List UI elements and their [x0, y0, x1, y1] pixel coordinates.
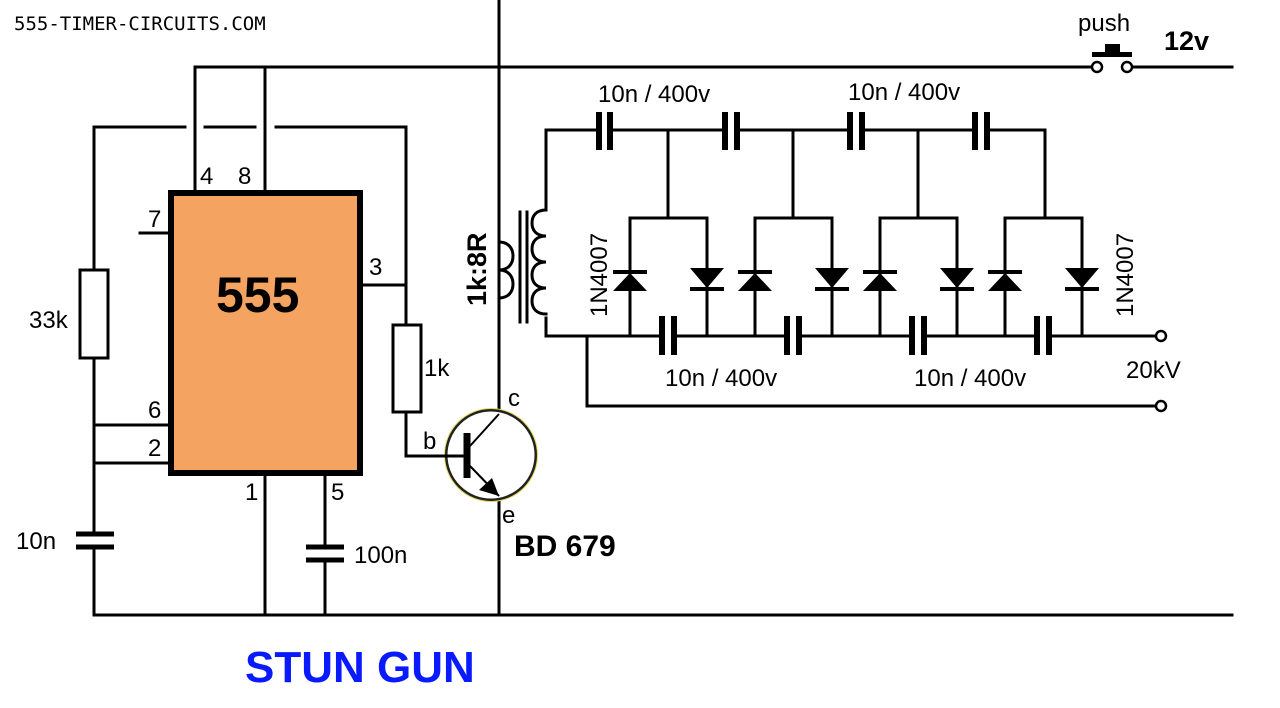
- diode-down-3: [940, 268, 974, 291]
- top-cap-label-2: 10n / 400v: [848, 79, 960, 106]
- supply-label: 12v: [1164, 26, 1209, 56]
- capacitor-10n-label: 10n: [16, 528, 56, 555]
- emitter-label: e: [502, 502, 515, 529]
- pin-8-label: 8: [238, 163, 251, 190]
- pin-7-label: 7: [148, 206, 161, 233]
- pin-5-label: 5: [331, 479, 344, 506]
- ic-555: [168, 190, 363, 476]
- transistor-label: BD 679: [514, 530, 616, 563]
- transistor-bd679: [442, 408, 538, 502]
- bottom-cap-label-2: 10n / 400v: [914, 365, 1026, 392]
- collector-label: c: [508, 385, 520, 412]
- diode-up-2: [738, 270, 772, 291]
- push-switch: [1090, 44, 1134, 74]
- top-capacitors: [596, 112, 990, 150]
- diode-up-3: [863, 270, 897, 291]
- switch-label: push: [1078, 10, 1130, 37]
- pin-2-label: 2: [148, 435, 161, 462]
- diode-up-1: [613, 270, 647, 291]
- resistor-1k-label: 1k: [424, 355, 450, 382]
- bottom-capacitors: [659, 316, 1052, 355]
- diode-down-1: [690, 268, 724, 291]
- capacitor-100n: [306, 544, 344, 563]
- diode-label-right: 1N4007: [1112, 233, 1139, 317]
- diode-down-2: [815, 268, 849, 291]
- ic-label: 555: [216, 267, 299, 323]
- resistor-33k: [78, 268, 110, 360]
- top-cap-label-1: 10n / 400v: [598, 81, 710, 108]
- output-terminal-1: [1154, 329, 1168, 343]
- resistor-1k: [391, 323, 423, 414]
- diode-label-left: 1N4007: [586, 233, 613, 317]
- transformer-label: 1k:8R: [462, 232, 492, 306]
- diode-up-4: [988, 270, 1022, 291]
- diagram-title: STUN GUN: [245, 643, 475, 692]
- output-label: 20kV: [1126, 357, 1181, 384]
- pin-6-label: 6: [148, 397, 161, 424]
- capacitor-100n-label: 100n: [354, 542, 407, 569]
- diode-down-4: [1065, 268, 1099, 291]
- resistor-33k-label: 33k: [29, 307, 69, 334]
- pin-4-label: 4: [200, 163, 213, 190]
- wires: [92, 0, 1234, 617]
- pin-1-label: 1: [245, 479, 258, 506]
- diodes: [613, 268, 1099, 291]
- capacitor-10n: [76, 531, 114, 550]
- site-watermark: 555-TIMER-CIRCUITS.COM: [14, 13, 266, 35]
- pin-3-label: 3: [369, 254, 382, 281]
- output-terminal-2: [1154, 399, 1168, 413]
- base-label: b: [423, 428, 436, 455]
- bottom-cap-label-1: 10n / 400v: [665, 365, 777, 392]
- transformer: [497, 208, 548, 324]
